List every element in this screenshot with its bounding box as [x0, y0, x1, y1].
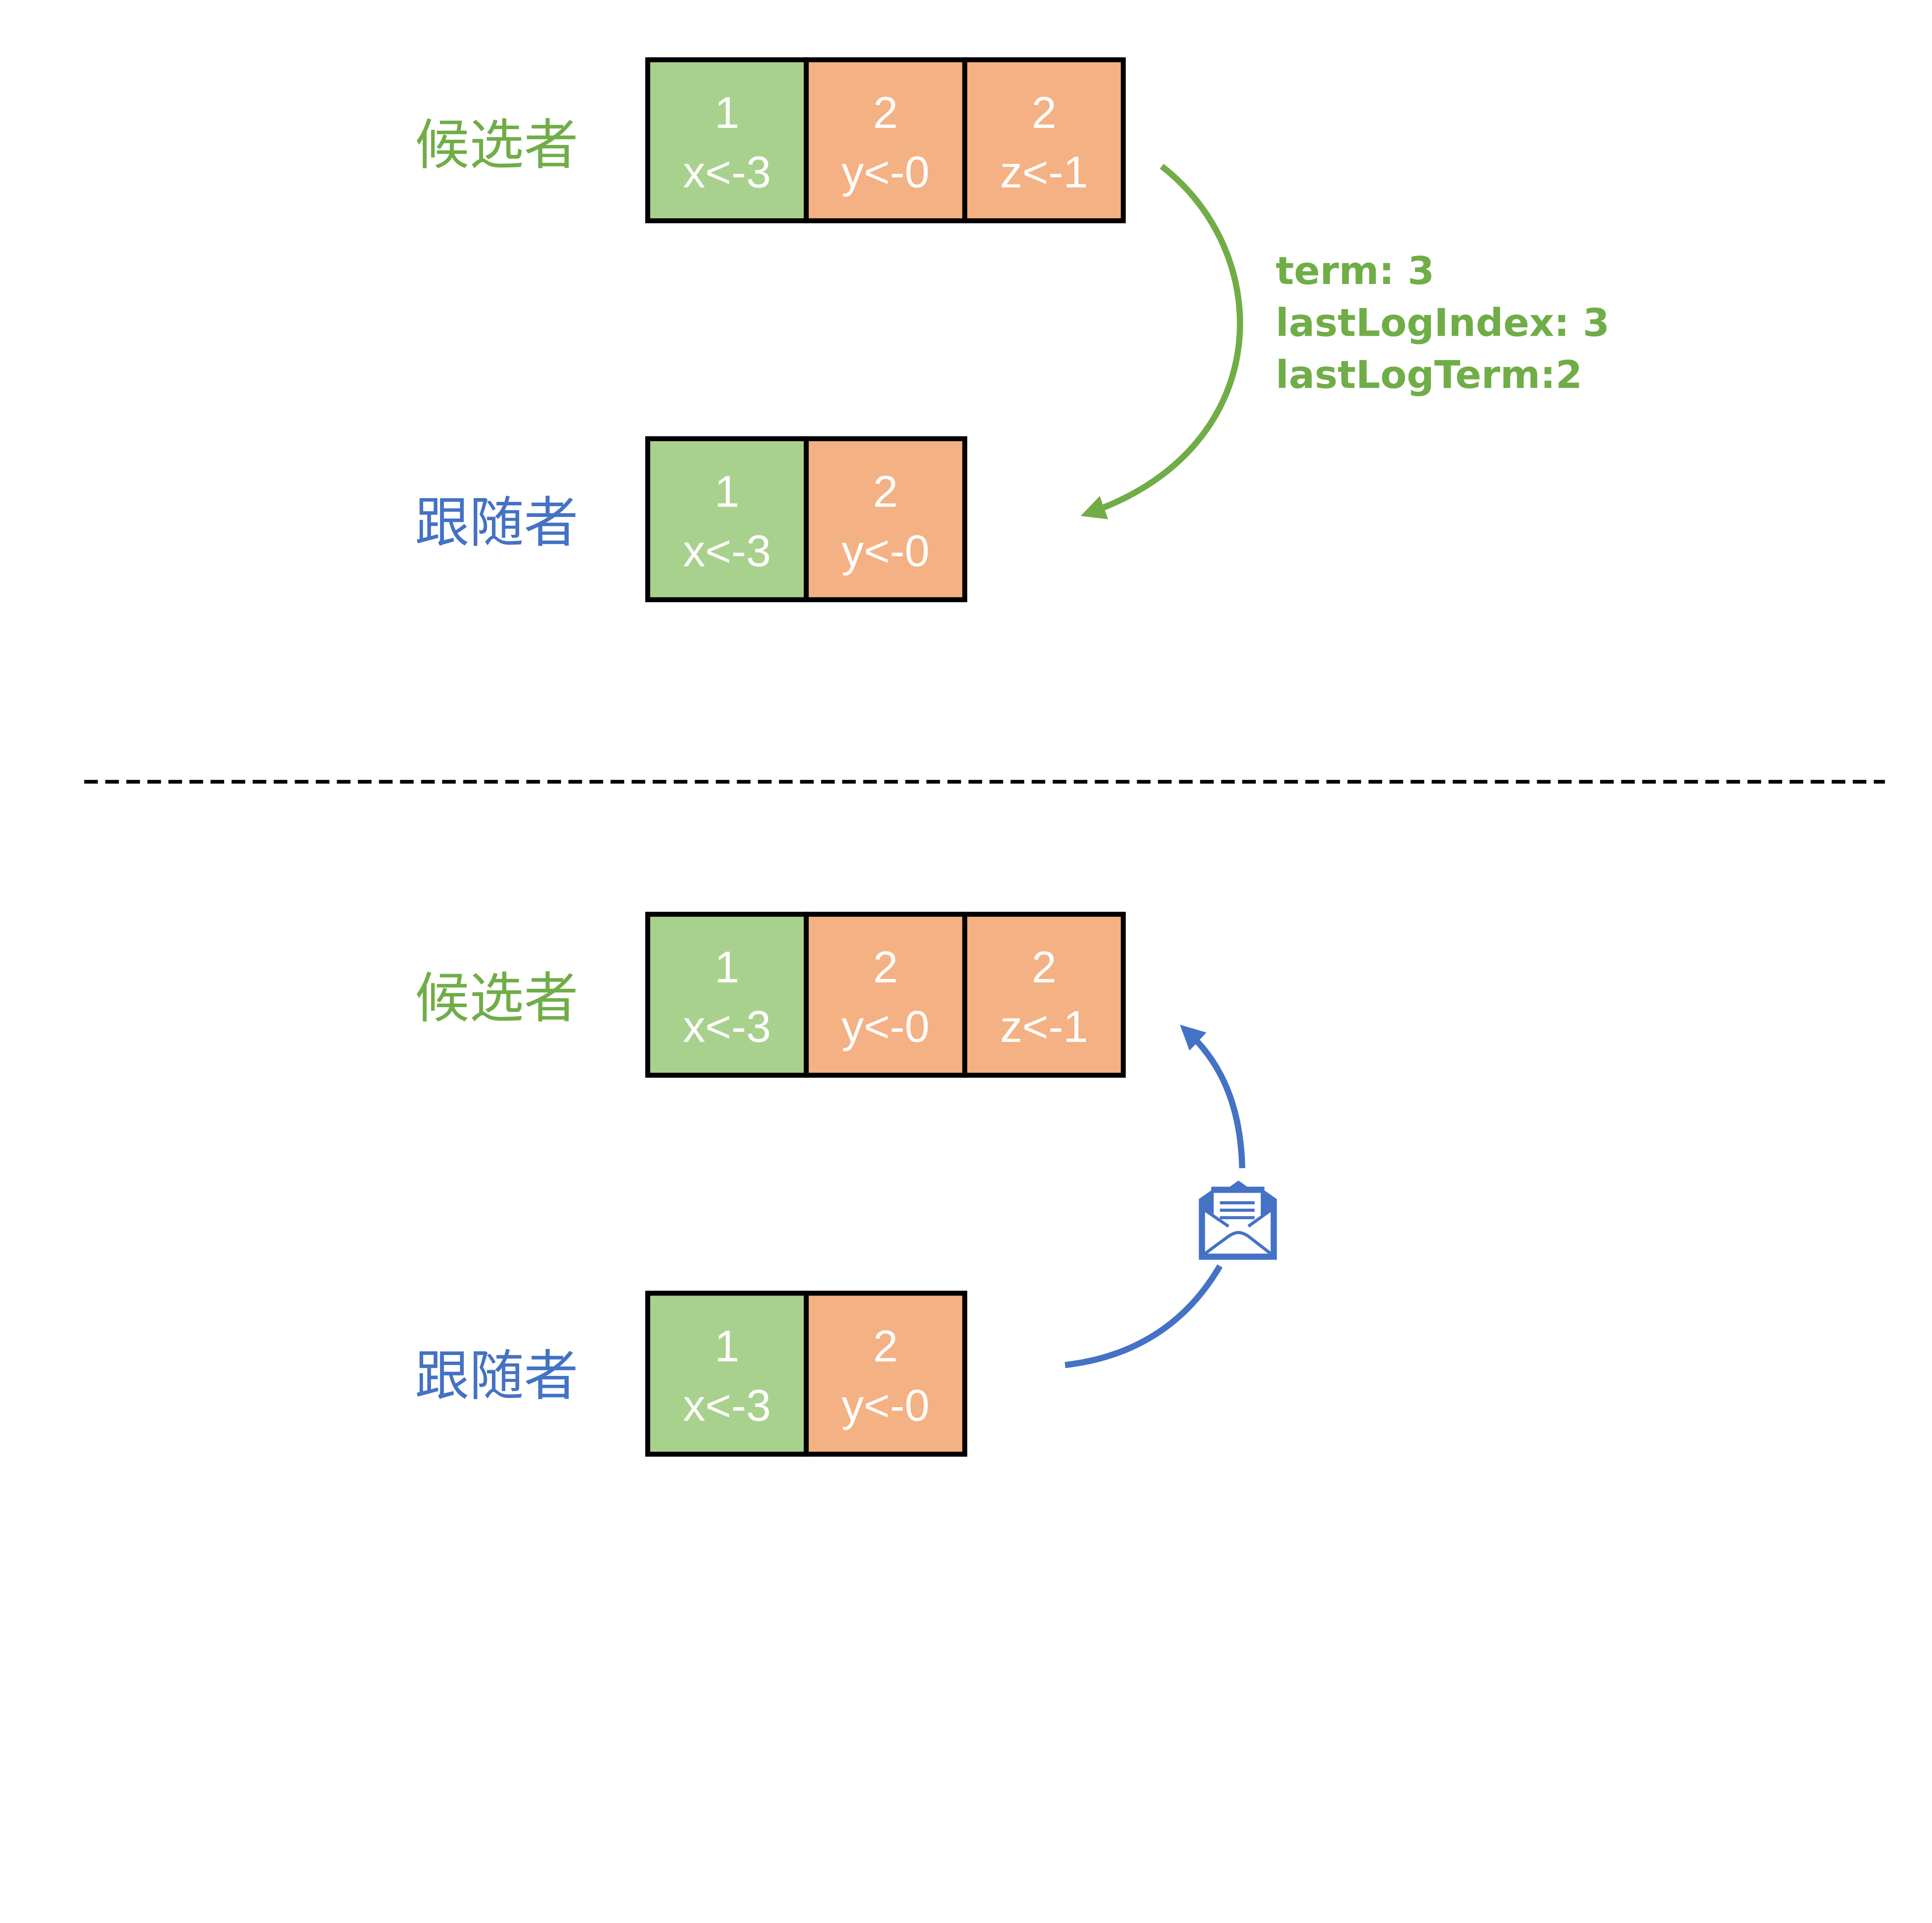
log-entry-cell	[804, 57, 968, 223]
log-entry-command: x<-3	[683, 1002, 771, 1051]
log-entry: 2 z<-1	[962, 57, 1126, 223]
top-follower-log: 1 x<-3 2 y<-0	[645, 436, 968, 602]
log-entry: 2 y<-0	[804, 436, 968, 602]
log-entry: 2 z<-1	[962, 911, 1126, 1078]
log-entry: 1 x<-3	[645, 911, 809, 1078]
reply-arrow-upper	[1180, 1025, 1245, 1168]
log-entry-term: 2	[873, 1321, 898, 1371]
log-entry-command: x<-3	[683, 527, 771, 576]
top-candidate-label: 候选者	[415, 114, 578, 177]
bottom-follower-label: 跟随者	[415, 1345, 578, 1408]
log-entry-term: 1	[714, 943, 739, 992]
log-entry-term: 1	[714, 467, 739, 517]
request-vote-arrow	[1080, 164, 1243, 519]
log-entry-cell	[962, 911, 1126, 1078]
log-entry-command: y<-0	[842, 1381, 930, 1430]
bottom-candidate-log: 1 x<-3 2 y<-0 2 z<-1	[645, 911, 1126, 1078]
envelope-open-icon	[1199, 1180, 1277, 1260]
log-entry-term: 2	[1032, 943, 1056, 992]
log-entry: 2 y<-0	[804, 911, 968, 1078]
reply-arrow-lower	[1065, 1264, 1223, 1368]
log-entry: 1 x<-3	[645, 1291, 809, 1457]
log-entry-command: z<-1	[1000, 1002, 1088, 1051]
request-last-log-index: lastLogIndex: 3	[1276, 301, 1609, 345]
log-entry-command: y<-0	[842, 148, 930, 197]
bottom-candidate-label: 候选者	[415, 967, 578, 1030]
log-entry-term: 1	[714, 88, 739, 138]
request-term: term: 3	[1276, 249, 1434, 293]
bottom-follower-log: 1 x<-3 2 y<-0	[645, 1291, 968, 1457]
log-entry-term: 2	[873, 943, 898, 992]
log-entry: 1 x<-3	[645, 436, 809, 602]
top-follower-label: 跟随者	[415, 491, 578, 554]
raft-vote-diagram: 候选者 跟随者 候选者 跟随者 1 x<-3 2 y<-0 2 z<-1 1 x<-3 2 y<…	[84, 57, 1885, 1457]
log-entry-cell	[645, 911, 809, 1078]
log-entry-cell	[962, 57, 1126, 223]
log-entry: 2 y<-0	[804, 57, 968, 223]
log-entry-command: y<-0	[842, 1002, 930, 1051]
log-entry: 1 x<-3	[645, 57, 809, 223]
log-entry-term: 2	[873, 467, 898, 517]
top-candidate-log: 1 x<-3 2 y<-0 2 z<-1	[645, 57, 1126, 223]
log-entry-command: y<-0	[842, 527, 930, 576]
log-entry: 2 y<-0	[804, 1291, 968, 1457]
log-entry-term: 2	[1032, 88, 1056, 138]
log-entry-command: x<-3	[683, 1381, 771, 1430]
log-entry-command: z<-1	[1000, 148, 1088, 197]
log-entry-command: x<-3	[683, 148, 771, 197]
log-entry-cell	[645, 57, 809, 223]
log-entry-cell	[645, 1291, 809, 1457]
log-entry-term: 1	[714, 1321, 739, 1371]
request-last-log-term: lastLogTerm:2	[1276, 353, 1582, 397]
log-entry-cell	[804, 911, 968, 1078]
log-entry-cell	[804, 436, 968, 602]
log-entry-term: 2	[873, 88, 898, 138]
log-entry-cell	[804, 1291, 968, 1457]
